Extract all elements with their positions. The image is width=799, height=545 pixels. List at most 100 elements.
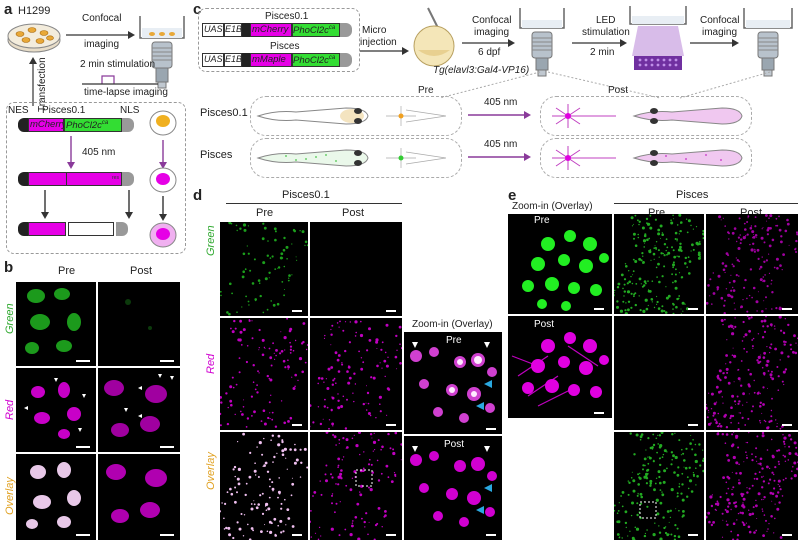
d-red-post-image bbox=[310, 318, 402, 430]
e1b-block-2 bbox=[224, 53, 242, 67]
d-zoom-label: Zoom-in (Overlay) bbox=[412, 319, 493, 330]
c-405-label-2: 405 nm bbox=[484, 139, 518, 150]
arrow-down-cell-2 bbox=[159, 196, 167, 221]
nls-block-3 bbox=[116, 222, 128, 236]
scalebar bbox=[688, 424, 698, 426]
scalebar bbox=[386, 310, 396, 312]
c-phocl-block-2 bbox=[292, 53, 340, 67]
cell-icon-3 bbox=[149, 222, 177, 248]
d-green-post-image bbox=[310, 222, 402, 316]
nls-label: NLS bbox=[120, 105, 140, 116]
arrow-down-3 bbox=[125, 190, 133, 219]
arrow-led bbox=[572, 39, 627, 47]
d-header-label: Pisces0.1 bbox=[282, 189, 330, 201]
e1b-label-2: E1B bbox=[225, 54, 243, 64]
cell-icon-2 bbox=[149, 167, 177, 193]
arrow-confocal-c1 bbox=[462, 39, 515, 47]
e-zoom-post-image: Post bbox=[508, 316, 612, 418]
c-nes-block-1 bbox=[242, 23, 250, 37]
c-imaging-1: imaging bbox=[474, 27, 510, 38]
mcherry-block bbox=[28, 118, 64, 132]
e-red-post-image bbox=[706, 316, 798, 430]
microscope-dish-icon bbox=[139, 16, 185, 89]
c-nes-block-2 bbox=[242, 53, 250, 67]
e-zoom-pre-label: Pre bbox=[534, 215, 550, 226]
cleavage-line bbox=[66, 172, 67, 186]
scalebar bbox=[76, 446, 90, 448]
uas-label-1: UAS bbox=[204, 24, 223, 34]
tg-label: Tg(elavl3:Gal4-VP16) bbox=[433, 65, 530, 76]
d-row-green: Green bbox=[205, 225, 217, 256]
scalebar bbox=[688, 308, 698, 310]
b-post-label: Post bbox=[130, 265, 153, 277]
micro-label: Micro bbox=[362, 25, 387, 36]
c-phocl-block-1 bbox=[292, 23, 340, 37]
cell-icon-1 bbox=[149, 110, 177, 136]
uas-block-2 bbox=[202, 53, 224, 67]
d-overlay-pre-image bbox=[220, 432, 308, 540]
arrow-405-2 bbox=[468, 153, 531, 161]
nls-block-2 bbox=[122, 172, 134, 186]
confocal-label-a: Confocal bbox=[82, 13, 122, 24]
panel-label-e: e bbox=[508, 187, 517, 204]
stimulation-bracket bbox=[82, 75, 158, 85]
nls-block bbox=[122, 118, 134, 132]
led-dish-icon bbox=[629, 6, 687, 70]
e-header-rule bbox=[614, 203, 798, 204]
d-header-rule bbox=[226, 203, 402, 204]
nes-block bbox=[18, 118, 28, 132]
scalebar bbox=[594, 308, 604, 310]
c-nls-block-2 bbox=[340, 53, 352, 67]
microscope-icon-c1 bbox=[519, 8, 565, 77]
e-overlay-post-image bbox=[706, 432, 798, 540]
b-row-red: Red bbox=[4, 399, 16, 420]
c-phocl-label-2: PhoCl2cca bbox=[293, 55, 336, 67]
e-red-pre-image bbox=[614, 316, 704, 430]
microscope-icon-c2 bbox=[743, 8, 793, 77]
nes-block-3 bbox=[18, 222, 28, 236]
c-405-label-1: 405 nm bbox=[484, 97, 518, 108]
c-mcherry-label: mCherry bbox=[252, 24, 289, 35]
scalebar bbox=[292, 534, 302, 536]
petri-dish-icon bbox=[7, 23, 61, 53]
arrow-injection bbox=[360, 47, 409, 55]
b-row-green: Green bbox=[4, 303, 16, 334]
mcherry-label-a: mCherry bbox=[30, 119, 67, 130]
c-row1-label: Pisces0.1 bbox=[200, 107, 248, 119]
b-green-pre-image bbox=[16, 282, 96, 366]
guide-lines bbox=[439, 71, 771, 99]
uas-block-1 bbox=[202, 23, 224, 37]
scalebar bbox=[76, 534, 90, 536]
scalebar bbox=[782, 424, 792, 426]
e-zoom-post-label: Post bbox=[534, 319, 555, 330]
scalebar bbox=[160, 534, 174, 536]
panel-label-d: d bbox=[193, 187, 203, 204]
e-zoom-pre-image: Pre bbox=[508, 214, 612, 314]
b-green-post-image bbox=[98, 282, 180, 366]
d-overlay-post-image bbox=[310, 432, 402, 540]
led-label: LED bbox=[596, 15, 616, 26]
c-row2-pre-box bbox=[250, 138, 462, 178]
imaging-label-a: imaging bbox=[84, 39, 120, 50]
b-red-pre-image bbox=[16, 368, 96, 452]
scalebar bbox=[594, 412, 604, 414]
b-pre-label: Pre bbox=[58, 265, 76, 277]
b-overlay-post-image bbox=[98, 454, 180, 540]
phocl-block bbox=[64, 118, 122, 132]
scalebar bbox=[486, 534, 496, 536]
scalebar bbox=[386, 534, 396, 536]
arrow-confocal bbox=[66, 31, 135, 39]
nes-block-2 bbox=[18, 172, 28, 186]
arrow-down-cell-1 bbox=[159, 140, 167, 169]
c-mmaple-block bbox=[250, 53, 292, 67]
e-magenta-post-image bbox=[706, 214, 798, 314]
scalebar bbox=[160, 360, 174, 362]
uas-label-2: UAS bbox=[204, 54, 223, 64]
c-pisces01-label: Pisces0.1 bbox=[265, 11, 309, 22]
c-imaging-2: imaging bbox=[702, 27, 738, 38]
e-post-label: Post bbox=[740, 207, 763, 219]
b-row-overlay: Overlay bbox=[4, 477, 16, 515]
scalebar bbox=[386, 424, 396, 426]
transfection-arrow bbox=[29, 57, 37, 106]
nes-label: NES bbox=[8, 105, 29, 116]
